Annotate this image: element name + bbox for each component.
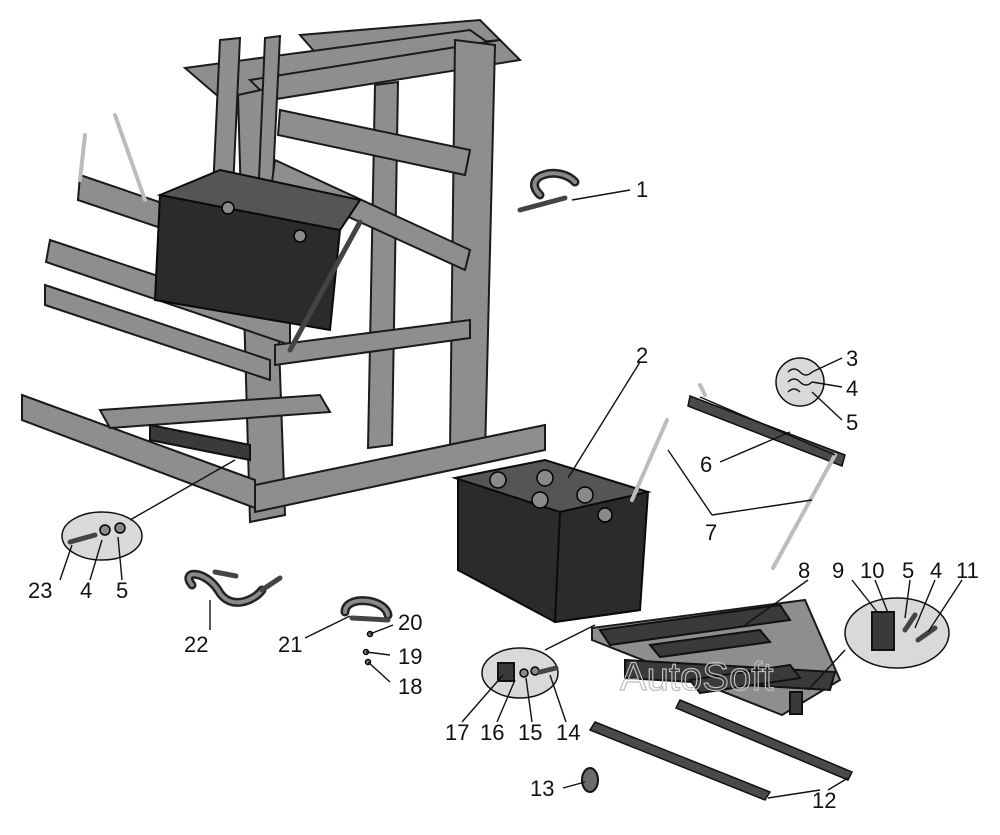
callout-7: 7 — [705, 520, 717, 545]
callout-5: 5 — [846, 410, 858, 435]
callout-16: 16 — [480, 720, 504, 745]
callout-6: 6 — [700, 452, 712, 477]
callout-4: 4 — [846, 376, 858, 401]
callout-circle-23-4-5 — [61, 459, 236, 561]
leader-lines — [59, 189, 963, 799]
callout-circle-14-17 — [481, 624, 596, 699]
watermark-text: AutoSoft — [620, 655, 773, 699]
callout-4-left: 4 — [80, 578, 92, 603]
callout-22: 22 — [184, 632, 208, 657]
callout-21: 21 — [278, 632, 302, 657]
callout-5-left: 5 — [116, 578, 128, 603]
part-7-rods — [630, 383, 837, 570]
callout-circle-9-11 — [807, 597, 950, 691]
callout-15: 15 — [518, 720, 542, 745]
callout-9: 9 — [832, 558, 844, 583]
part-1-cable-clip — [517, 168, 580, 213]
callout-1: 1 — [636, 177, 648, 202]
callout-5-tray: 5 — [902, 558, 914, 583]
callout-13: 13 — [530, 776, 554, 801]
part-8-battery-tray — [591, 598, 842, 717]
callout-2: 2 — [636, 343, 648, 368]
callout-11: 11 — [956, 558, 979, 583]
callout-10: 10 — [860, 558, 884, 583]
callout-4-tray: 4 — [930, 558, 942, 583]
part-22-cable — [184, 569, 283, 607]
part-13-pad — [581, 767, 599, 793]
callout-23: 23 — [28, 578, 52, 603]
callout-14: 14 — [556, 720, 580, 745]
callout-20: 20 — [398, 610, 422, 635]
callout-circle-3-4-5 — [775, 357, 825, 407]
callout-18: 18 — [398, 674, 422, 699]
callout-labels: 1 2 3 4 5 6 7 8 9 10 5 4 11 12 13 14 15 … — [28, 177, 979, 813]
callout-8: 8 — [798, 558, 810, 583]
callout-3: 3 — [846, 346, 858, 371]
callout-17: 17 — [445, 720, 469, 745]
part-6-clamp-bar — [687, 394, 846, 468]
callout-19: 19 — [398, 644, 422, 669]
part-2-battery — [451, 458, 652, 624]
callout-12: 12 — [812, 788, 836, 813]
frame-assembly — [21, 18, 546, 524]
part-21-clamp — [340, 596, 393, 623]
part-12-strips — [588, 699, 854, 801]
parts-18-20-fasteners — [362, 630, 374, 666]
